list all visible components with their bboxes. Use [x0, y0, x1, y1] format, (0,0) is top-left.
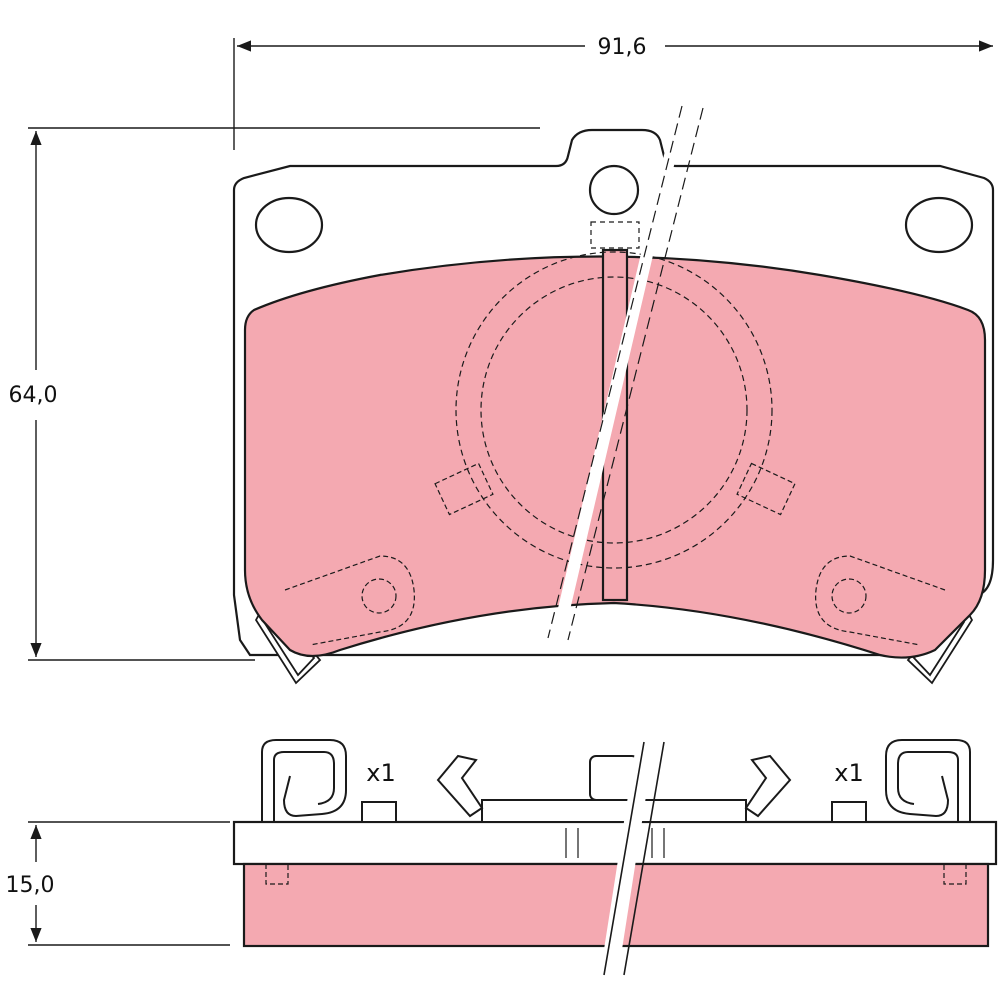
thickness-dimension — [28, 821, 230, 946]
right-mounting-hole — [904, 196, 974, 254]
height-dimension-label: 64,0 — [9, 383, 58, 408]
center-shim-plate — [436, 754, 792, 823]
left-clip-hidden-leg — [265, 864, 289, 885]
right-spring-clip — [885, 739, 971, 822]
left-clip-pin — [361, 801, 397, 823]
wear-indicator-slot — [590, 221, 640, 249]
backing-plate-side — [232, 820, 998, 866]
guide-pin-outlines — [284, 555, 946, 646]
left-spring-clip — [261, 739, 347, 822]
right-clip-quantity: x1 — [834, 759, 863, 787]
break-line-side — [600, 741, 665, 976]
left-mounting-hole — [254, 196, 324, 254]
top-tab-hole — [588, 164, 640, 216]
width-dimension-label: 91,6 — [598, 35, 647, 60]
thickness-dimension-label: 15,0 — [6, 873, 55, 898]
piston-clip-tabs — [434, 462, 796, 516]
break-line-front — [547, 105, 704, 641]
piston-outline — [455, 251, 773, 569]
left-clip-quantity: x1 — [366, 759, 395, 787]
right-clip-hidden-leg — [943, 864, 967, 885]
center-slot-side-marks — [565, 828, 665, 858]
height-dimension — [28, 127, 540, 661]
width-dimension — [233, 38, 993, 150]
right-clip-pin — [831, 801, 867, 823]
